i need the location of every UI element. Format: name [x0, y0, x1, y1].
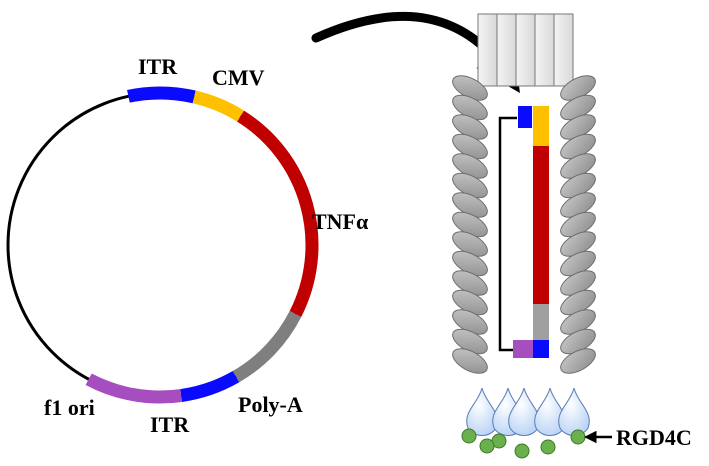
pIII-bulb	[558, 387, 590, 436]
rgd4c-ligand-dot	[461, 428, 477, 444]
coat-protein-right	[560, 348, 596, 374]
insert-poly-a	[533, 304, 549, 340]
label-poly-a: Poly-A	[238, 392, 303, 417]
coat-protein-left	[452, 348, 488, 374]
pIII-bulbs	[466, 387, 590, 436]
label-tnf-alpha: TNFα	[312, 209, 369, 234]
label-itr-bottom: ITR	[150, 412, 190, 437]
plasmid-segment-f1-ori-5	[85, 373, 183, 404]
genome-insert	[513, 106, 549, 358]
insert-itr-bottom	[533, 340, 549, 358]
insert-cmv	[533, 106, 549, 146]
plasmid-segments	[85, 86, 319, 404]
rgd4c-ligands	[461, 428, 586, 459]
rgd4c-ligand-dot	[540, 439, 556, 455]
genome-bracket	[498, 116, 517, 352]
insert-f1-ori	[513, 340, 533, 358]
label-f1-ori: f1 ori	[44, 395, 95, 420]
plasmid-map: ITR CMV TNFα Poly-A ITR f1 ori	[6, 54, 369, 437]
rgd4c-ligand-dot	[514, 443, 530, 459]
plasmid-segment-tnf--2	[237, 110, 319, 317]
phage-particle	[452, 13, 596, 459]
pIII-bulb	[508, 387, 540, 436]
coat-proteins-right	[560, 75, 596, 374]
plasmid-segment-itr-4	[180, 370, 240, 402]
insert-itr-top	[518, 106, 532, 128]
pIII-bulb	[466, 387, 498, 436]
label-itr-top: ITR	[138, 54, 178, 79]
plasmid-segment-itr-0	[127, 86, 196, 104]
label-cmv: CMV	[212, 65, 265, 90]
rgd4c-ligand-dot	[479, 438, 495, 454]
pIII-bulb	[534, 387, 566, 436]
label-rgd4c: RGD4C	[616, 425, 692, 450]
plasmid-segment-poly-a-3	[232, 310, 302, 383]
rgd4c-ligand-dot	[570, 429, 586, 445]
insert-tnf-alpha	[533, 146, 549, 304]
plasmid-segment-cmv-1	[192, 90, 244, 122]
phage-top-cap	[477, 13, 574, 87]
coat-proteins-left	[452, 75, 488, 374]
